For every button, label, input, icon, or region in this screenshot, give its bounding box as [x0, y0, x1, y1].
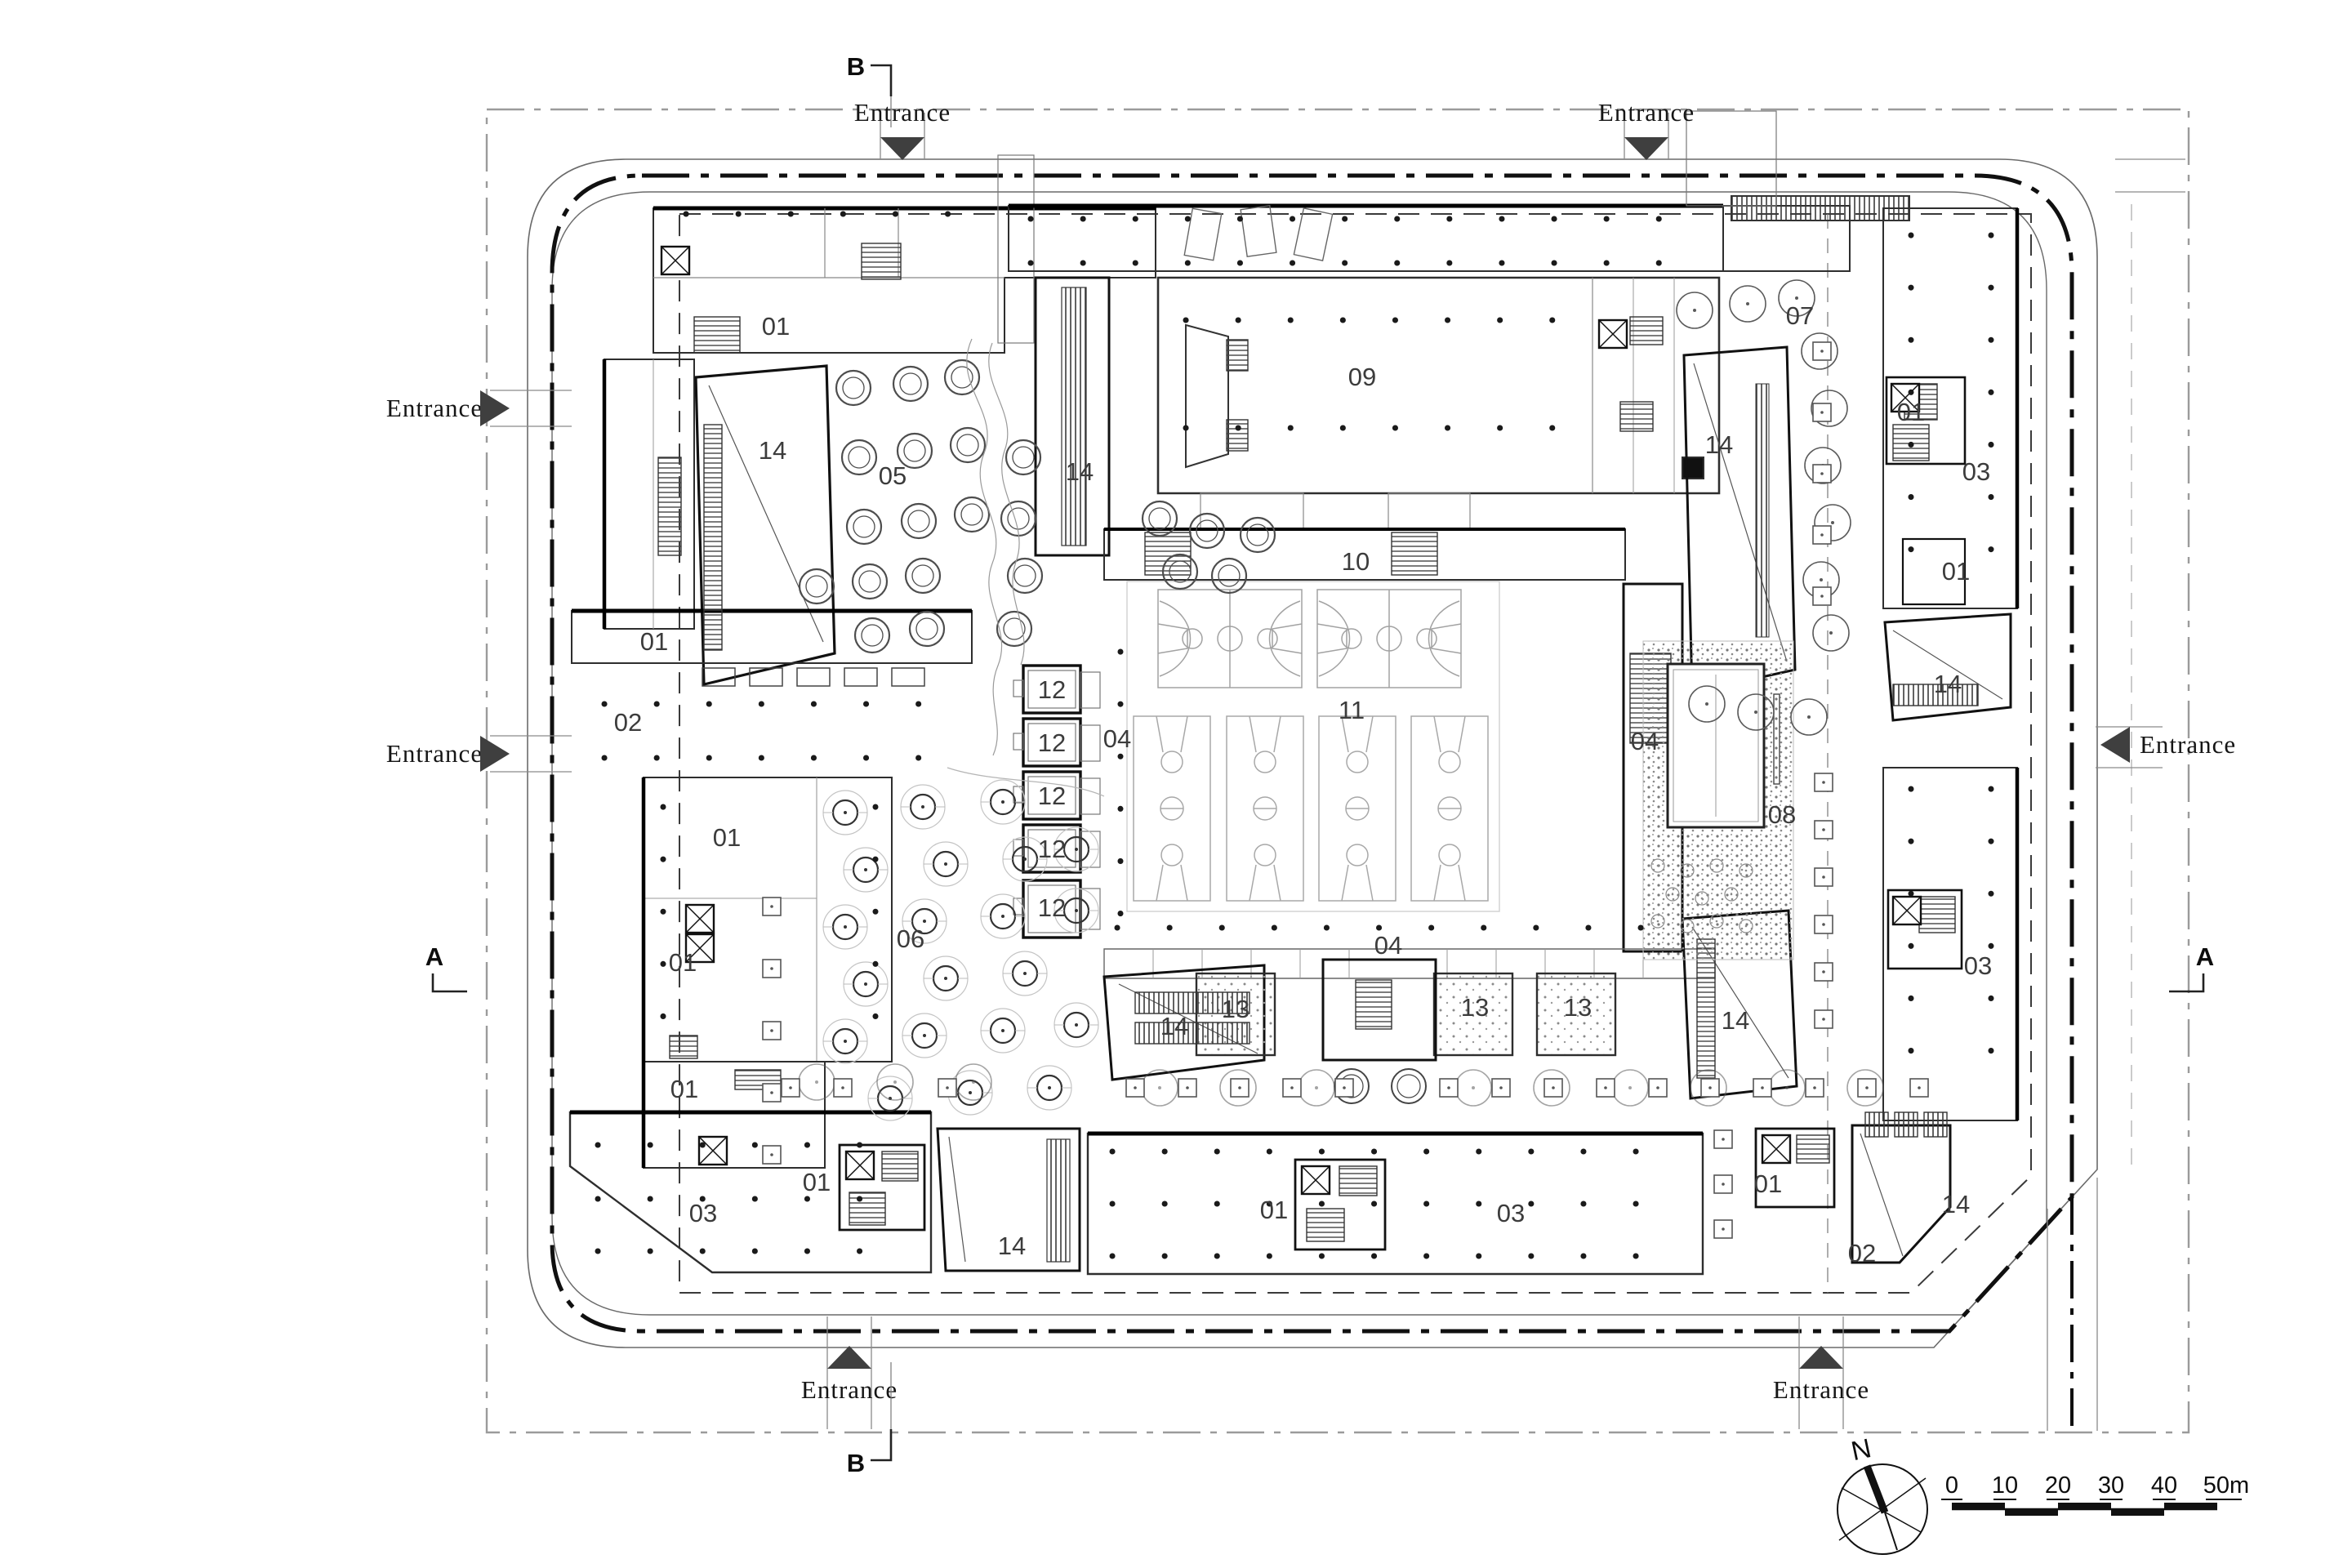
room-label: 14	[759, 436, 786, 465]
scale-tick: 20	[2045, 1472, 2071, 1499]
entrance-label: Entrance	[2140, 730, 2236, 759]
room-label: 01	[669, 948, 697, 977]
north-arrow: N	[1837, 1432, 1928, 1555]
room-label: 01	[1942, 557, 1970, 586]
trees-court-05	[798, 359, 1276, 654]
entrance-label: Entrance	[386, 394, 483, 422]
basketball-courts	[1126, 581, 1500, 912]
room-label: 11	[1339, 696, 1365, 724]
room-label: 09	[1348, 363, 1376, 391]
north-label: N	[1848, 1432, 1873, 1466]
room-label: 04	[1103, 724, 1131, 753]
entrance-right: Entrance	[2100, 727, 2236, 763]
section-marker-a-right: A	[2169, 942, 2214, 993]
room-labels: 01 14 05 14 09 07 14 01 03 10 01 14 01 0…	[614, 301, 1992, 1267]
section-letter: A	[2196, 942, 2214, 971]
entrance-arrow-icon	[480, 390, 510, 426]
room-label: 13	[1564, 993, 1592, 1022]
entrance-label: Entrance	[801, 1375, 898, 1404]
room-label: 01	[640, 627, 668, 656]
room-label: 13	[1461, 993, 1489, 1022]
room-label: 10	[1342, 547, 1370, 576]
room-label: 05	[879, 461, 906, 490]
entrance-arrow-icon	[880, 137, 924, 160]
entrance-label: Entrance	[386, 739, 483, 768]
scale-tick: 10	[1992, 1472, 2018, 1499]
ring-road	[490, 113, 2185, 1431]
entrance-bottom-right: Entrance	[1773, 1346, 1869, 1404]
room-label: 12	[1038, 835, 1066, 863]
room-label: 14	[1705, 430, 1733, 459]
room-label: 01	[1754, 1169, 1782, 1198]
section-letter: A	[425, 942, 443, 971]
room-label: 02	[614, 708, 642, 737]
room-label: 01	[713, 823, 741, 852]
room-label: 06	[897, 924, 924, 953]
site-boundary	[485, 108, 2190, 1434]
room-label: 03	[1964, 951, 1992, 980]
room-label: 12	[1038, 893, 1066, 922]
room-label: 07	[1786, 301, 1814, 330]
room-label: 08	[1768, 800, 1796, 829]
entrance-top-right: Entrance	[1598, 98, 1695, 160]
section-letter: B	[847, 1449, 865, 1477]
room-label: 01	[803, 1168, 831, 1196]
column-grids	[595, 211, 1994, 1259]
room-label: 14	[1066, 457, 1094, 486]
pool-area	[1642, 640, 1794, 960]
room-label: 12	[1038, 675, 1066, 704]
entrance-left-upper: Entrance	[386, 390, 510, 426]
room-label: 01	[1897, 398, 1925, 426]
room-label: 01	[1260, 1196, 1288, 1224]
scale-tick: 40	[2151, 1472, 2177, 1499]
room-label: 03	[1497, 1199, 1525, 1227]
stream-lines	[947, 338, 1105, 797]
scale-bar: 0 10 20 30 40 50m	[1941, 1472, 2249, 1516]
section-marker-b-top: B	[847, 52, 893, 127]
room-label: 14	[1934, 670, 1962, 698]
entrance-arrow-icon	[827, 1346, 871, 1369]
room-label: 04	[1631, 727, 1659, 755]
room-label: 04	[1374, 931, 1402, 960]
room-label: 13	[1222, 995, 1250, 1023]
entrance-arrow-icon	[480, 736, 510, 772]
entrance-arrow-icon	[1624, 137, 1668, 160]
room-label: 03	[689, 1199, 717, 1227]
room-label: 12	[1038, 782, 1066, 810]
entrance-top-left: Entrance	[854, 98, 951, 160]
room-label: 12	[1038, 728, 1066, 757]
room-label: 01	[670, 1075, 698, 1103]
entrance-arrow-icon	[1799, 1346, 1843, 1369]
room-label: 14	[1722, 1006, 1749, 1035]
scale-tick: 30	[2098, 1472, 2124, 1499]
entrance-label: Entrance	[1598, 98, 1695, 127]
entrance-label: Entrance	[1773, 1375, 1869, 1404]
scale-tick: 0	[1945, 1472, 1958, 1499]
room-label: 14	[1942, 1190, 1970, 1218]
section-markers: B B A A	[425, 52, 2214, 1477]
room-label: 02	[1848, 1239, 1876, 1267]
room-label: 14	[1160, 1012, 1188, 1040]
entrance-label: Entrance	[854, 98, 951, 127]
room-label: 01	[762, 312, 790, 341]
room-label: 03	[1962, 457, 1990, 486]
section-letter: B	[847, 52, 865, 81]
entrance-bottom-left: Entrance	[801, 1346, 898, 1404]
entrances: Entrance Entrance Entrance Entrance Entr…	[386, 98, 2236, 1404]
buildings	[568, 110, 2020, 1276]
section-marker-a-left: A	[425, 942, 467, 993]
section-marker-b-bottom: B	[847, 1362, 893, 1477]
entrance-left-lower: Entrance	[386, 736, 510, 772]
scale-tick: 50m	[2203, 1472, 2249, 1499]
room-label: 14	[998, 1232, 1026, 1260]
entrance-arrow-icon	[2100, 727, 2130, 763]
